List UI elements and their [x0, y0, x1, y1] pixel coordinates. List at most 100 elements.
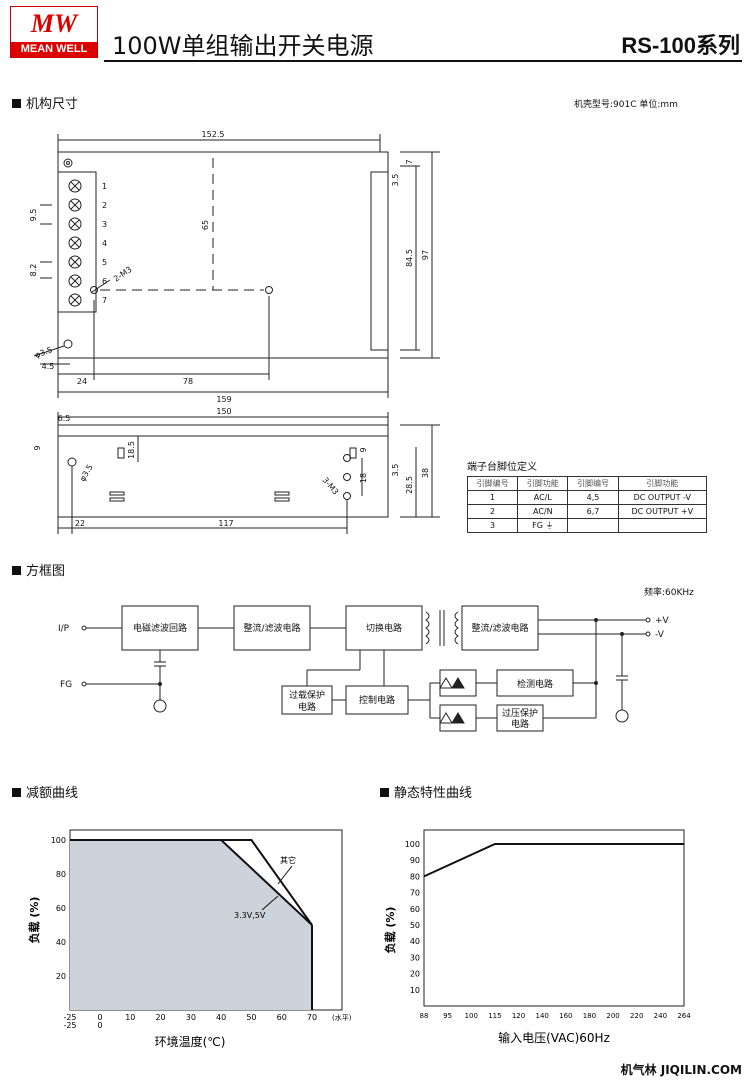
ocp-label-1: 过载保护 [289, 689, 325, 701]
y-tick-label: 10 [410, 986, 420, 995]
terminal-2: 2 [102, 201, 107, 210]
y-tick-label: 60 [410, 905, 420, 914]
x-tick-label-row2: 0 [97, 1021, 102, 1030]
x-tick-label: 30 [186, 1013, 196, 1022]
y-tick-label: 80 [56, 870, 66, 879]
y-tick-label: 90 [410, 856, 420, 865]
switch-label: 切换电路 [366, 622, 402, 634]
x-tick-label: 100 [465, 1012, 478, 1020]
ovp-label-1: 过压保护 [502, 707, 538, 719]
logo-name: MEAN WELL [11, 42, 97, 57]
x-tick-label: 240 [654, 1012, 667, 1020]
series-line-other [70, 839, 313, 926]
series-name: RS-100系列 [621, 33, 740, 58]
x-tick-label: 264 [677, 1012, 691, 1020]
ovp-label-2: 电路 [511, 718, 529, 730]
dim-8-2: 8.2 [29, 264, 38, 277]
dim-3-5: 3.5 [391, 174, 400, 187]
series-line-load [423, 843, 684, 878]
detect-label: 检测电路 [517, 678, 553, 690]
dim-78: 78 [183, 377, 193, 386]
y-tick-label: 20 [410, 970, 420, 979]
x-axis-label: 输入电压(VAC)60Hz [498, 1030, 610, 1045]
minus-v-label: -V [655, 630, 665, 640]
dim-24: 24 [77, 377, 87, 386]
plot-frame [423, 829, 685, 1007]
fg-label: FG [60, 680, 72, 690]
x-tick-label: 60 [277, 1013, 287, 1022]
terminal-screws [68, 179, 82, 307]
y-axis-label: 负载 (%) [27, 897, 41, 944]
dim-117: 117 [218, 519, 233, 528]
terminal-table-title: 端子台脚位定义 [467, 462, 537, 473]
x-tick-label-row2: -25 [63, 1021, 76, 1030]
y-tick-label: 20 [56, 972, 66, 981]
emi-label: 电磁滤波回路 [133, 622, 187, 634]
control-label: 控制电路 [359, 694, 395, 706]
leader-other [277, 865, 293, 885]
mean-well-logo: MW MEAN WELL [10, 6, 98, 58]
table-header: 引脚编号 引脚功能 引脚编号 引脚功能 [466, 476, 708, 491]
y-tick-label: 30 [410, 953, 420, 962]
mechanical-drawing: 152.5 65 7 3.5 84.5 97 9.5 8.2 4.5 24 78… [29, 130, 440, 534]
x-tick-label: 220 [630, 1012, 643, 1020]
dim-18: 18 [359, 473, 368, 483]
y-tick-label: 100 [405, 840, 420, 849]
y-tick-label: 50 [410, 921, 420, 930]
dim-9-left: 9 [33, 445, 42, 450]
dim-159: 159 [216, 395, 231, 404]
x-tick-label: 200 [606, 1012, 619, 1020]
y-tick-label: 40 [410, 937, 420, 946]
terminal-4: 4 [102, 239, 107, 248]
screw-3m3-label: 3-M3 [320, 476, 340, 497]
derating-area [70, 840, 312, 1010]
header-rule [104, 60, 742, 62]
x-tick-label: 50 [246, 1013, 256, 1022]
dim-28-5: 28.5 [405, 476, 414, 494]
table-header-cell: 引脚编号 [567, 476, 619, 491]
screw-2m3-label: 2-M3 [112, 265, 134, 284]
plus-v-label: +V [655, 616, 670, 626]
dim-18-5: 18.5 [127, 441, 136, 459]
leader-3v3-5v [261, 895, 279, 911]
x-tick-label: 180 [583, 1012, 596, 1020]
frequency-label: 频率:60KHz [644, 588, 694, 598]
section-static: 静态特性曲线 [380, 782, 472, 801]
terminal-7: 7 [102, 296, 107, 305]
dim-9-5: 9.5 [29, 209, 38, 222]
block-diagram: I/P FG +V -V 电磁滤波回路 整流/滤波电路 切换电路 整流/滤波电路… [58, 605, 670, 732]
dim-3-5-side: 3.5 [391, 464, 400, 477]
hole-label-top: φ3.5 [34, 345, 54, 360]
top-view-outline [57, 151, 389, 359]
ocp-label-2: 电路 [298, 701, 316, 713]
y-tick-label: 80 [410, 872, 420, 881]
section-mechanical: 机构尺寸 [12, 93, 78, 112]
x-tick-label: 0 [97, 1013, 102, 1022]
dim-22: 22 [75, 519, 85, 528]
dim-6-5: 6.5 [58, 414, 71, 423]
section-block-diagram: 方框图 [12, 560, 65, 579]
terminal-block [57, 171, 97, 313]
x-tick-label: 40 [216, 1013, 226, 1022]
dim-7: 7 [405, 159, 414, 164]
transformer-coil-1 [425, 611, 430, 645]
dim-84-5: 84.5 [405, 249, 414, 267]
dim-38: 38 [421, 468, 430, 478]
x-tick-label: 120 [512, 1012, 525, 1020]
x-tick-label: 10 [125, 1013, 135, 1022]
terminal-5: 5 [102, 258, 107, 267]
x-tick-label: 95 [443, 1012, 452, 1020]
y-tick-label: 70 [410, 889, 420, 898]
rect1-label: 整流/滤波电路 [243, 622, 300, 634]
rect2-label: 整流/滤波电路 [471, 622, 528, 634]
table-header-cell: 引脚功能 [517, 476, 569, 491]
table-header-cell: 引脚功能 [617, 476, 708, 491]
dim-4-5: 4.5 [42, 362, 55, 371]
dim-152-5: 152.5 [202, 130, 225, 139]
watermark: 机气林 JIQILIN.COM [620, 1063, 742, 1077]
